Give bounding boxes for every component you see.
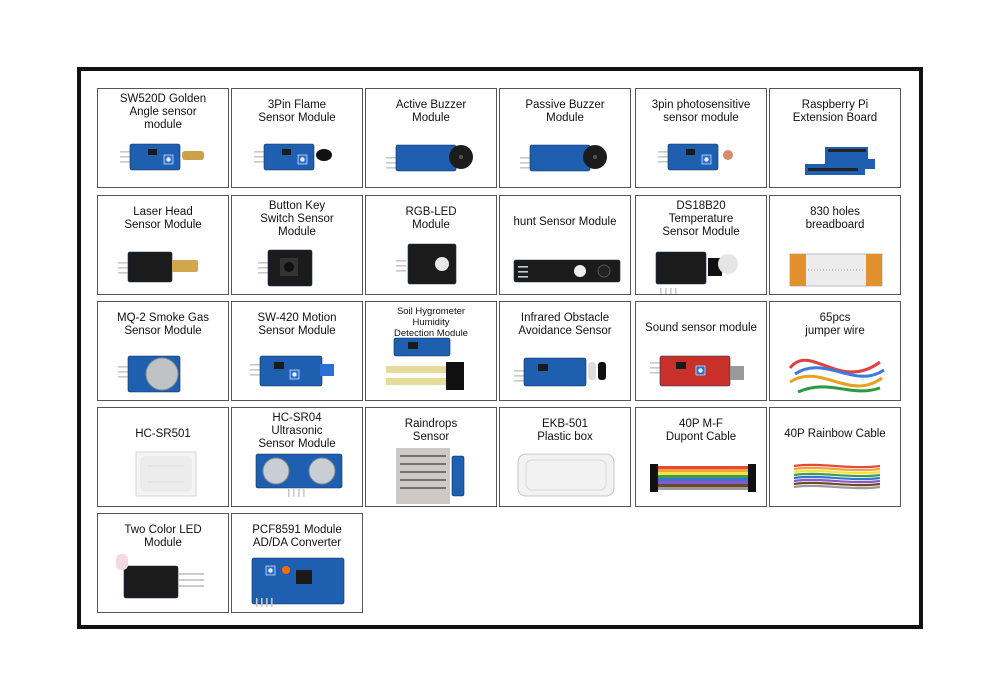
module-image-blue-module-tilt (120, 143, 204, 171)
module-card-hunt: hunt Sensor Module (499, 195, 631, 295)
module-label: EKB-501 Plastic box (537, 418, 593, 443)
module-image-black-module-temp (655, 251, 738, 294)
module-image-red-module-mic (650, 355, 744, 387)
module-label: DS18B20 Temperature Sensor Module (662, 200, 740, 238)
module-card-dupont: 40P M-F Dupont Cable (635, 407, 767, 507)
module-card-hcsr04: HC-SR04 Ultrasonic Sensor Module (231, 407, 363, 507)
module-image-soil-probe (386, 337, 464, 390)
module-label: 40P Rainbow Cable (784, 428, 886, 440)
module-image-black-module-laser (118, 251, 198, 283)
module-label: RGB-LED Module (405, 206, 457, 231)
module-label: Raindrops Sensor (404, 418, 458, 443)
module-image-blue-module-adc (251, 557, 345, 607)
module-card-ds18b20: DS18B20 Temperature Sensor Module (635, 195, 767, 295)
module-card-soil: Soil Hygrometer Humidity Detection Modul… (365, 301, 497, 401)
module-card-rgb: RGB-LED Module (365, 195, 497, 295)
module-image-blue-module-buzzer (520, 144, 607, 172)
module-label: hunt Sensor Module (513, 216, 617, 228)
module-label: Active Buzzer Module (395, 99, 467, 124)
module-label: Passive Buzzer Module (525, 99, 605, 124)
module-image-blue-module-motion (250, 355, 334, 387)
module-card-breadboard: 830 holes breadboard (769, 195, 901, 295)
module-image-black-module-2led (116, 554, 204, 599)
module-card-flame: 3Pin Flame Sensor Module (231, 88, 363, 188)
module-card-sw520d: SW520D Golden Angle sensor module (97, 88, 229, 188)
module-card-raindrops: Raindrops Sensor (365, 407, 497, 507)
module-label: 40P M-F Dupont Cable (665, 418, 737, 443)
module-image-blue-module-buzzer (386, 144, 473, 172)
module-label: SW-420 Motion Sensor Module (257, 312, 337, 337)
module-image-ribbon-cable-loose (793, 463, 881, 490)
module-card-rainbow: 40P Rainbow Cable (769, 407, 901, 507)
module-image-black-module-button (258, 249, 313, 287)
module-image-blue-module-ir (514, 357, 606, 387)
module-image-jumper-wires (788, 358, 885, 394)
module-label: 830 holes breadboard (805, 206, 865, 231)
module-label: Raspberry Pi Extension Board (792, 99, 878, 124)
module-card-ir: Infrared Obstacle Avoidance Sensor (499, 301, 631, 401)
module-card-sw420: SW-420 Motion Sensor Module (231, 301, 363, 401)
module-card-hcsr501: HC-SR501 (97, 407, 229, 507)
module-label: HC-SR04 Ultrasonic Sensor Module (258, 412, 336, 450)
module-image-plastic-box (517, 453, 615, 497)
module-card-two-color-led: Two Color LED Module (97, 513, 229, 613)
module-card-jumper: 65pcs jumper wire (769, 301, 901, 401)
module-image-ultrasonic (255, 453, 343, 497)
product-frame: SW520D Golden Angle sensor module 3Pin Fl… (77, 67, 923, 629)
module-label: Two Color LED Module (124, 524, 202, 549)
module-label: Laser Head Sensor Module (124, 206, 202, 231)
module-image-blue-module-gas (118, 355, 181, 393)
module-label: MQ-2 Smoke Gas Sensor Module (116, 312, 210, 337)
module-card-sound: Sound sensor module (635, 301, 767, 401)
module-label: HC-SR501 (135, 428, 191, 440)
module-card-ekb501: EKB-501 Plastic box (499, 407, 631, 507)
module-label: Sound sensor module (645, 322, 757, 334)
module-label: 3Pin Flame Sensor Module (258, 99, 336, 124)
module-label: Infrared Obstacle Avoidance Sensor (518, 312, 612, 337)
module-image-breadboard (789, 253, 883, 287)
module-card-active-buzzer: Active Buzzer Module (365, 88, 497, 188)
module-image-pir-sensor (135, 451, 197, 497)
module-card-laser: Laser Head Sensor Module (97, 195, 229, 295)
module-label: Soil Hygrometer Humidity Detection Modul… (394, 306, 468, 339)
module-image-black-strip-sensor (513, 259, 621, 283)
module-label: PCF8591 Module AD/DA Converter (252, 524, 342, 549)
module-card-rpi-ext: Raspberry Pi Extension Board (769, 88, 901, 188)
module-card-passive-buzzer: Passive Buzzer Module (499, 88, 631, 188)
module-image-blue-module-flame (254, 143, 332, 171)
module-label: 3pin photosensitive sensor module (651, 99, 751, 124)
module-grid: SW520D Golden Angle sensor module 3Pin Fl… (81, 71, 919, 625)
module-card-button: Button Key Switch Sensor Module (231, 195, 363, 295)
module-card-mq2: MQ-2 Smoke Gas Sensor Module (97, 301, 229, 401)
module-card-pcf8591: PCF8591 Module AD/DA Converter (231, 513, 363, 613)
module-card-photo: 3pin photosensitive sensor module (635, 88, 767, 188)
module-label: SW520D Golden Angle sensor module (119, 93, 207, 131)
module-image-rain-board (396, 448, 465, 504)
module-label: 65pcs jumper wire (805, 312, 865, 337)
module-image-extension-board (805, 147, 875, 175)
module-image-blue-module-ldr (658, 143, 733, 171)
module-image-black-module-led (396, 243, 457, 285)
module-image-ribbon-cable (650, 464, 756, 492)
module-label: Button Key Switch Sensor Module (260, 200, 334, 238)
